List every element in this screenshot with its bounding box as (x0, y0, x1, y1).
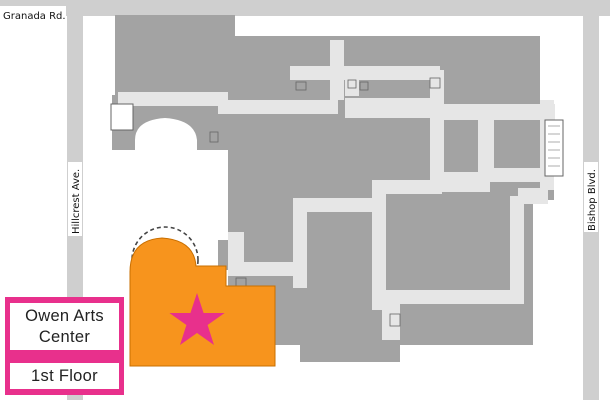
star-icon (169, 293, 225, 345)
bishop-boulevard-label: Bishop Blvd. (587, 169, 598, 231)
east-stair (544, 119, 564, 177)
courtyard (135, 118, 197, 162)
granada-road-label: Granada Rd. (3, 11, 66, 22)
building-name: Owen Arts Center (10, 303, 119, 350)
floor-label: 1st Floor (10, 363, 119, 389)
owen-arts-center (129, 237, 276, 367)
hillcrest-avenue-label: Hillcrest Ave. (71, 169, 82, 234)
granada-road (0, 0, 610, 16)
legend-card: Owen Arts Center 1st Floor (5, 297, 124, 395)
building-name-line2: Center (38, 328, 91, 346)
building-name-line1: Owen Arts (25, 307, 104, 325)
room-details (209, 77, 441, 327)
corridors (118, 40, 555, 340)
west-stair (110, 103, 134, 131)
